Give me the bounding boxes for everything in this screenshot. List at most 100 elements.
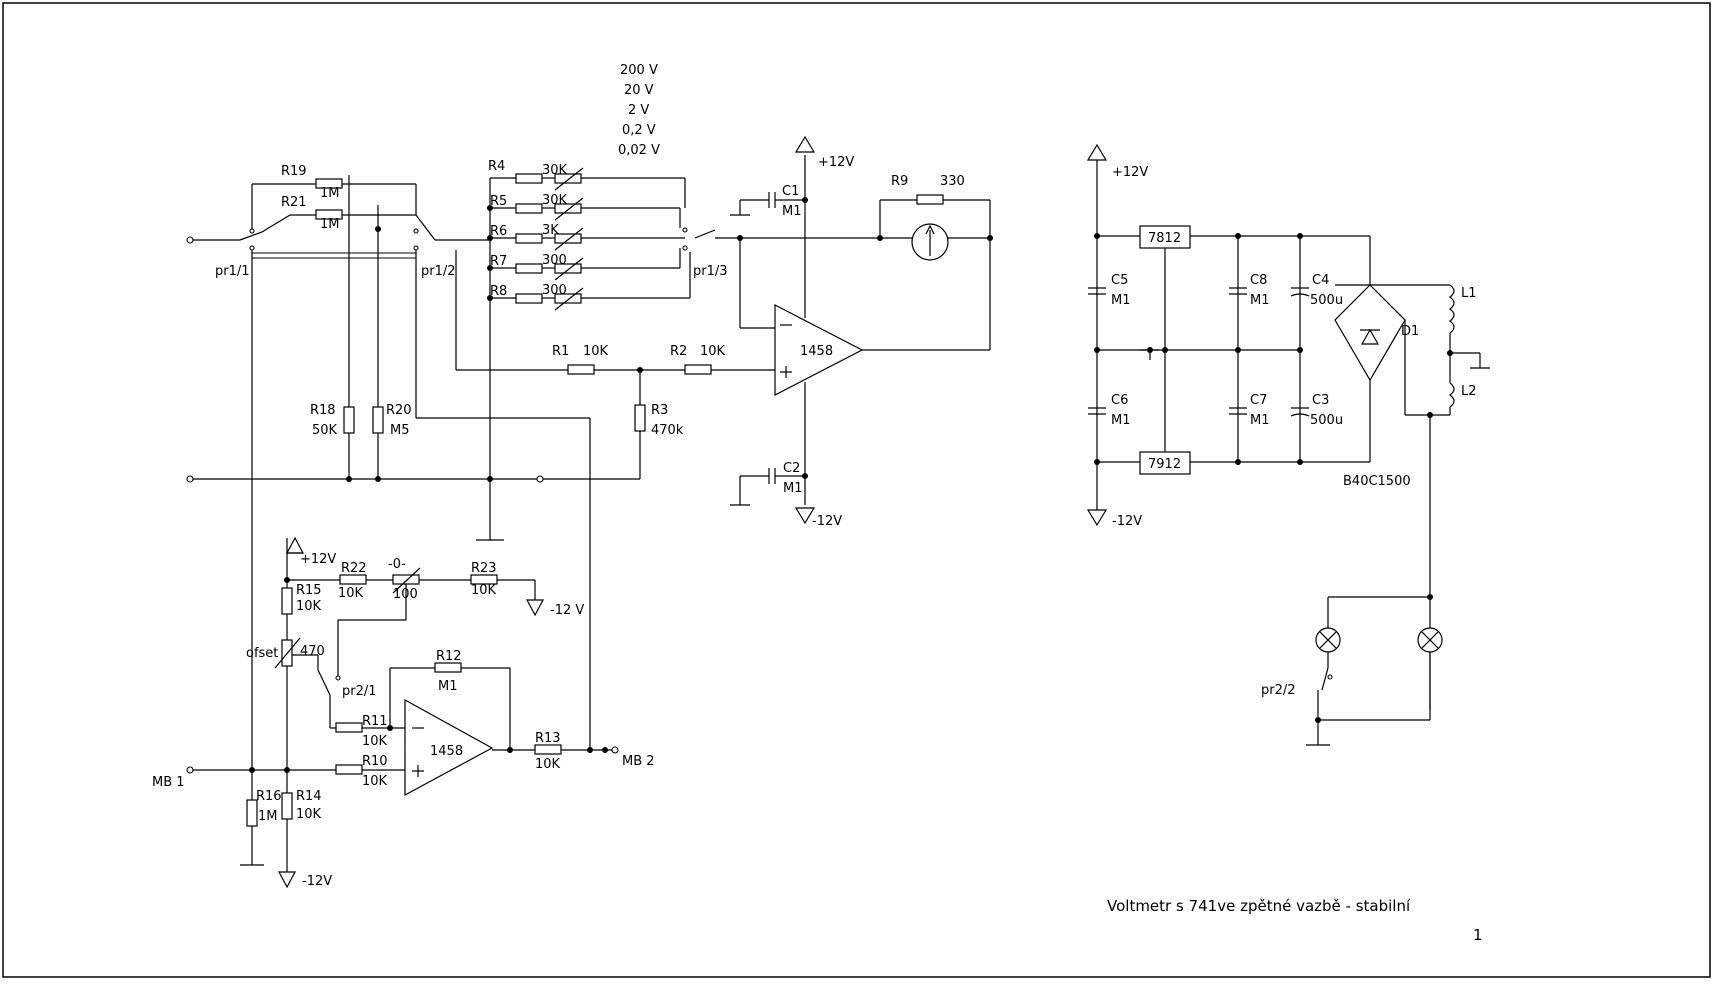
wire bbox=[554, 227, 584, 251]
supply-arrow-plus12-psu bbox=[1086, 143, 1108, 161]
label-R20: R20 bbox=[386, 403, 412, 418]
value-R8: 300 bbox=[542, 283, 567, 298]
value-R14: 10K bbox=[296, 807, 322, 822]
input-terminal-bottom[interactable] bbox=[186, 475, 194, 483]
supply-label: +12V bbox=[818, 155, 854, 170]
value-R11: 10K bbox=[362, 734, 388, 749]
label-R4: R4 bbox=[488, 159, 505, 174]
label-pr1-3: pr1/3 bbox=[693, 264, 728, 279]
junction-dot bbox=[737, 235, 743, 241]
label-R18: R18 bbox=[310, 403, 336, 418]
value-D1: B40C1500 bbox=[1343, 474, 1411, 489]
label-R14: R14 bbox=[296, 789, 322, 804]
supply-label: +12V bbox=[1112, 165, 1148, 180]
input-terminal-top[interactable] bbox=[186, 236, 194, 244]
terminal[interactable] bbox=[682, 227, 688, 233]
value-R4: 30K bbox=[542, 163, 568, 178]
value-C7: M1 bbox=[1250, 413, 1270, 428]
junction-dot bbox=[1297, 347, 1303, 353]
resistor-R3 bbox=[634, 404, 646, 432]
value-R2: 10K bbox=[700, 344, 726, 359]
label-R23: R23 bbox=[471, 561, 497, 576]
value-C1: M1 bbox=[782, 204, 802, 219]
range-label: 20 V bbox=[624, 83, 654, 98]
value-R20: M5 bbox=[390, 423, 410, 438]
value-C4: 500u bbox=[1310, 293, 1343, 308]
terminal[interactable] bbox=[682, 245, 688, 251]
range-network bbox=[186, 167, 990, 770]
label-MB1: MB 1 bbox=[152, 775, 185, 790]
page-number: 1 bbox=[1473, 926, 1483, 944]
resistor-R15 bbox=[281, 587, 293, 615]
value-C5: M1 bbox=[1111, 293, 1131, 308]
label-MB2: MB 2 bbox=[622, 754, 655, 769]
value-C2: M1 bbox=[783, 481, 803, 496]
terminal-MB2[interactable] bbox=[611, 746, 619, 754]
coil-L2 bbox=[1449, 382, 1455, 408]
terminal[interactable] bbox=[249, 228, 255, 234]
resistor-R22 bbox=[339, 574, 367, 585]
terminal-MB1[interactable] bbox=[186, 766, 194, 774]
value-R18: 50K bbox=[312, 423, 338, 438]
wire bbox=[554, 287, 584, 311]
junction-dot bbox=[1235, 347, 1241, 353]
bridge-rectifier-D1 bbox=[1334, 284, 1406, 382]
coil-L1 bbox=[1449, 284, 1455, 334]
resistor-R1 bbox=[567, 364, 595, 375]
value-R22: 10K bbox=[338, 586, 364, 601]
switch-pr1-2-lever bbox=[415, 214, 436, 241]
value-R15: 10K bbox=[296, 599, 322, 614]
range-label: 2 V bbox=[628, 103, 649, 118]
label-C2: C2 bbox=[783, 461, 800, 476]
resistor-R13 bbox=[534, 744, 562, 755]
supply-arrow-plus12-b bbox=[286, 536, 304, 554]
value-R6: 3K bbox=[542, 223, 559, 238]
opamp-U1 bbox=[774, 304, 864, 396]
terminal[interactable] bbox=[413, 245, 419, 251]
junction-dot bbox=[1235, 459, 1241, 465]
label-C3: C3 bbox=[1312, 393, 1329, 408]
label-C5: C5 bbox=[1111, 273, 1128, 288]
resistor-R7 bbox=[515, 263, 543, 274]
label-R15: R15 bbox=[296, 583, 322, 598]
resistor-R2 bbox=[684, 364, 712, 375]
value-C3: 500u bbox=[1310, 413, 1343, 428]
junction-dot bbox=[1297, 459, 1303, 465]
terminal[interactable] bbox=[413, 228, 419, 234]
label-R12: R12 bbox=[436, 649, 462, 664]
junction-dot bbox=[602, 747, 608, 753]
junction-dot bbox=[587, 747, 593, 753]
label-R3: R3 bbox=[651, 403, 668, 418]
terminal[interactable] bbox=[249, 245, 255, 251]
wire bbox=[925, 224, 935, 235]
label-R11: R11 bbox=[362, 714, 388, 729]
supply-arrow-plus12 bbox=[794, 135, 816, 153]
resistor-R9 bbox=[916, 194, 944, 205]
resistor-R12 bbox=[434, 662, 462, 673]
symbol-part bbox=[1360, 328, 1380, 345]
value-pot-470: 470 bbox=[300, 644, 325, 659]
junction-dot bbox=[1297, 233, 1303, 239]
wire bbox=[1290, 293, 1310, 297]
terminal[interactable] bbox=[536, 475, 544, 483]
terminal[interactable] bbox=[1327, 674, 1333, 680]
trimmer-R6 bbox=[554, 233, 582, 244]
wire bbox=[1319, 631, 1337, 649]
value-R3: 470k bbox=[651, 423, 684, 438]
resistor-R8 bbox=[515, 293, 543, 304]
switch-pr1-3-lever bbox=[694, 229, 716, 239]
resistor-R10 bbox=[335, 764, 363, 775]
label-pr1-1: pr1/1 bbox=[215, 264, 250, 279]
label-R13: R13 bbox=[535, 731, 561, 746]
value-R13: 10K bbox=[535, 757, 561, 772]
label-R22: R22 bbox=[341, 561, 367, 576]
wire bbox=[554, 167, 584, 191]
supply-label: -12V bbox=[812, 514, 842, 529]
label-C8: C8 bbox=[1250, 273, 1267, 288]
junction-dot bbox=[375, 226, 381, 232]
range-resistors bbox=[490, 167, 691, 311]
switch-pr2-1-lever bbox=[317, 669, 331, 696]
terminal[interactable] bbox=[335, 675, 341, 681]
